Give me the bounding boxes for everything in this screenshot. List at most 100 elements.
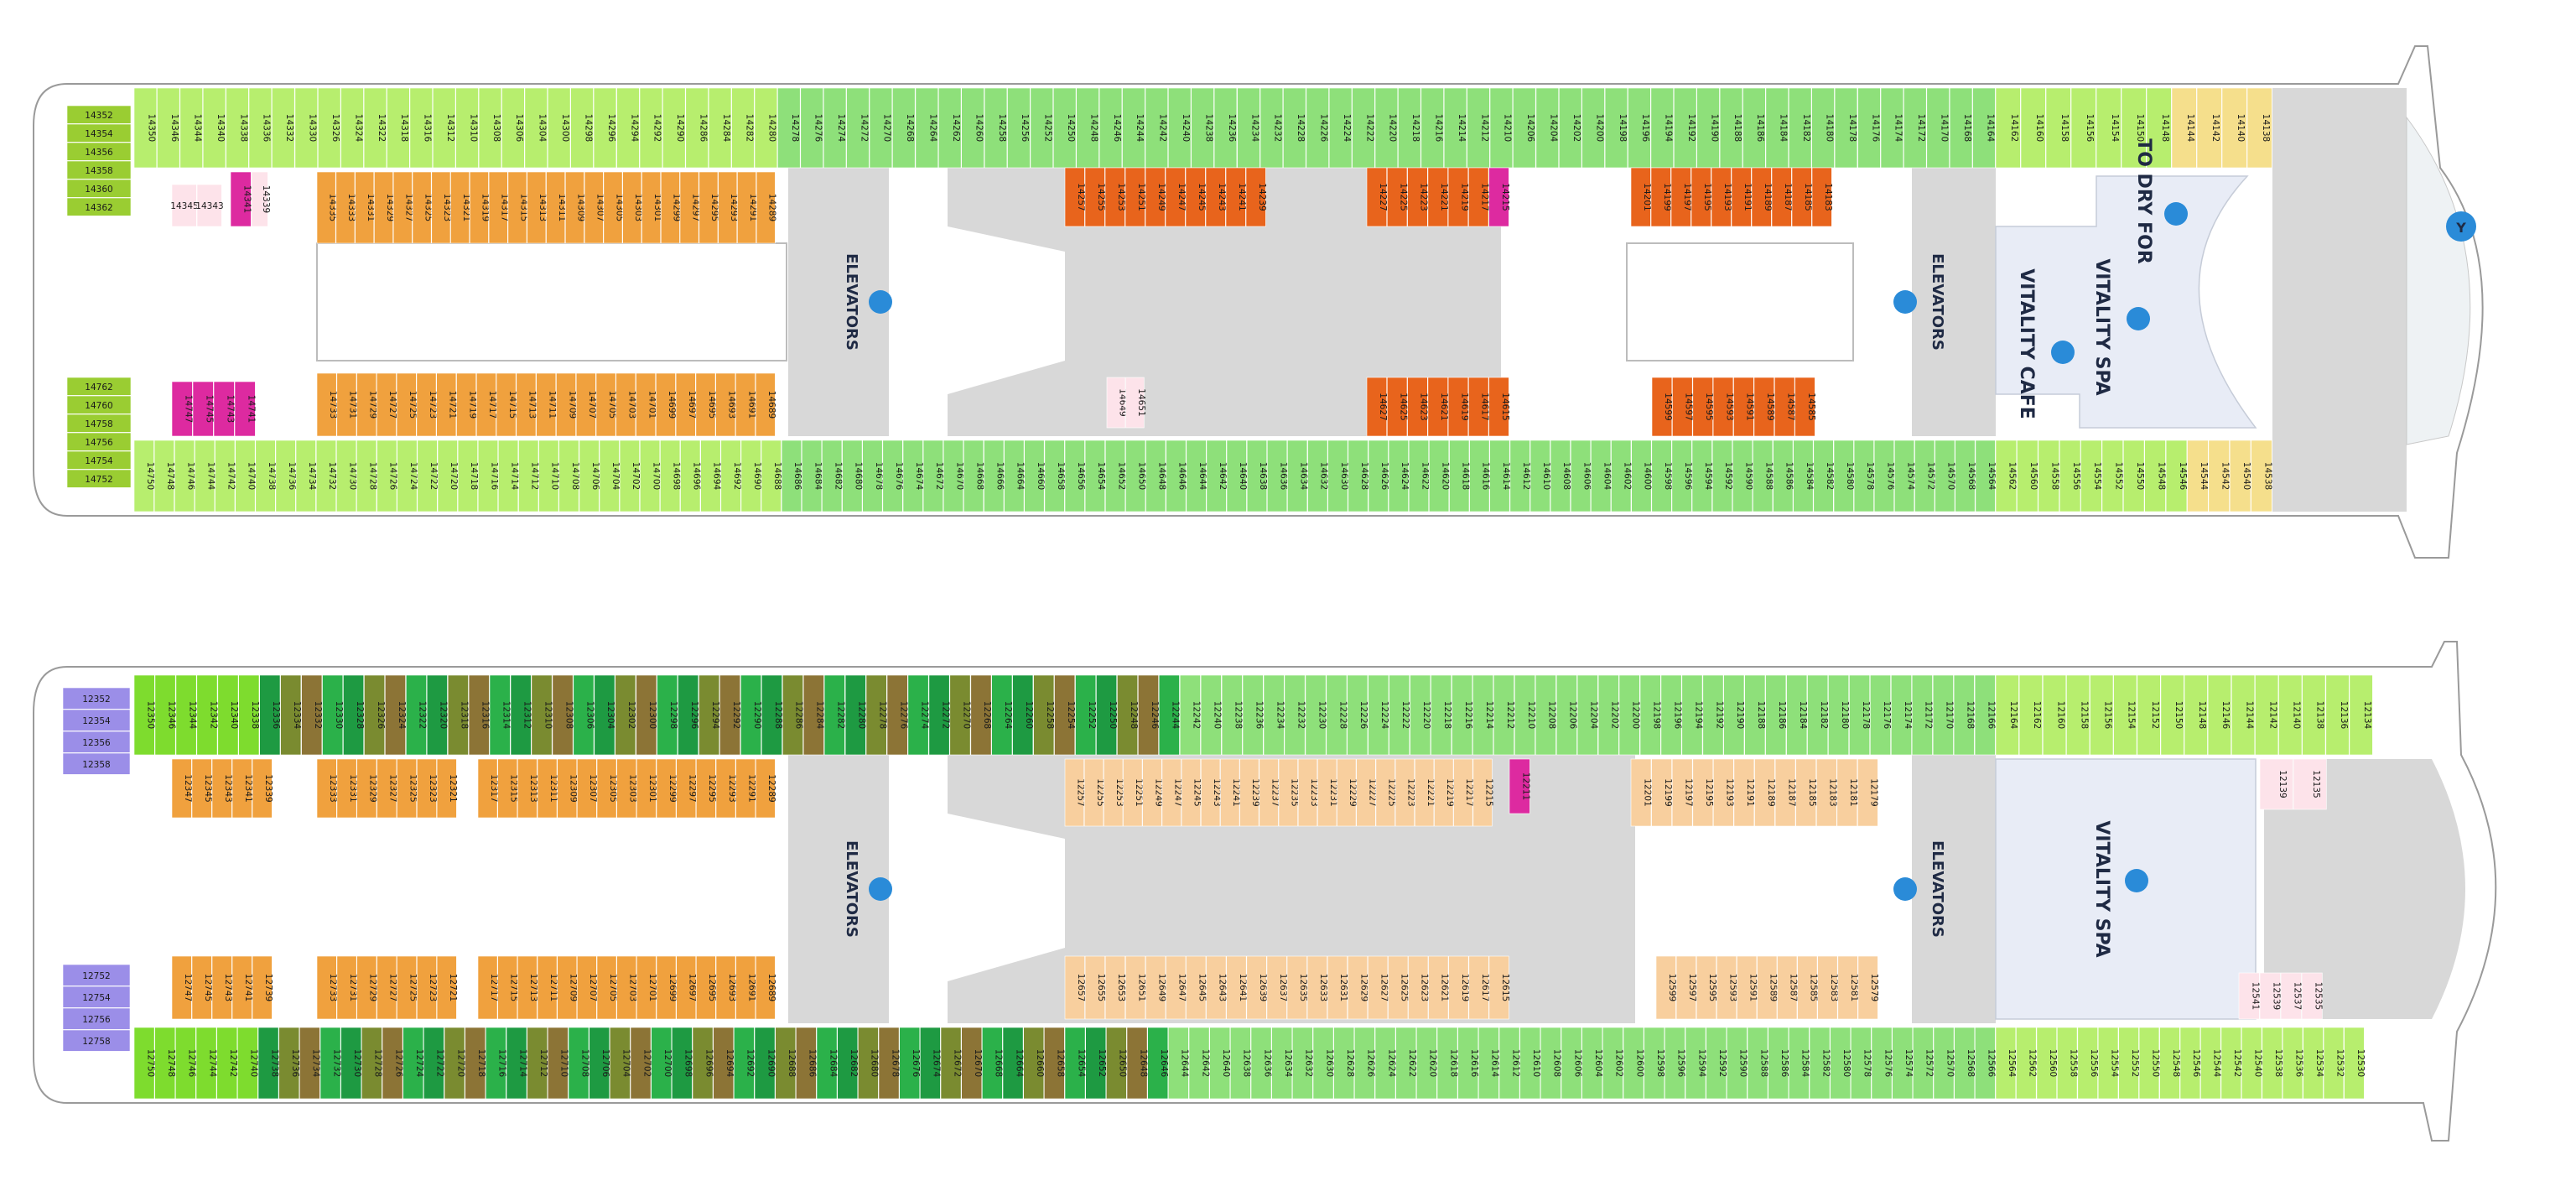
cabin [1209,1027,1231,1100]
cabin-number: 12726 [393,1049,403,1078]
cabin-number: 12658 [1056,1049,1066,1077]
cabin [671,1027,693,1100]
cabin-number: 12722 [435,1049,445,1077]
cabin [2259,758,2293,810]
cabin [517,955,538,1020]
deck-12-cabins: 1235212354123561235812752127541275612758… [62,674,2373,1100]
cabin-number: 12619 [1460,974,1470,1001]
cabin [1368,674,1389,756]
cabin [2259,972,2281,1020]
cabin [2020,87,2046,169]
cabin [66,123,132,143]
cabin [1312,1027,1334,1100]
cabin-number: 12298 [668,701,678,729]
cabin-number: 14658 [1056,462,1066,490]
cabin [1387,377,1408,437]
cabin [192,381,214,437]
cabin [251,171,268,227]
cabin [1407,377,1428,437]
cabin [196,674,218,756]
cabin [1602,1027,1623,1100]
cabin-number: 12630 [1324,1049,1334,1077]
cabin [231,955,252,1020]
cabin [278,1027,300,1100]
cabin-number: 14245 [1197,183,1207,211]
cabin [1348,439,1368,512]
cabin [1307,439,1328,512]
cabin-number: 14696 [692,462,702,491]
cabin-number: 14192 [1686,114,1696,142]
cabin [1768,1027,1789,1100]
cabin [761,439,782,512]
cabin-number: 12696 [704,1049,714,1078]
cabin [1954,1027,1976,1100]
cabin [775,1027,797,1100]
cabin [1670,167,1691,227]
cabin-number: 14352 [85,111,112,121]
cabin [252,758,273,819]
cabin-number: 14585 [1806,393,1816,420]
cabin [1813,439,1834,512]
cabin-number: 12246 [1150,701,1160,730]
cabin-number: 14339 [261,185,271,213]
cabin [680,439,701,512]
cabin-number: 12192 [1714,701,1724,729]
cabin-number: 12587 [1789,974,1799,1001]
cabin [639,87,663,169]
cabin [2238,972,2260,1020]
cabin-number: 14642 [1218,462,1228,490]
cabin-number: 12198 [1651,701,1661,729]
cabin [1030,87,1054,169]
cabin-number: 12258 [1045,701,1055,729]
cabin [1644,1027,1665,1100]
cabin-number: 14652 [1116,462,1126,490]
cabin [678,674,699,756]
cabin [1429,439,1450,512]
cabin-number: 12627 [1379,974,1389,1001]
cabin [340,1027,362,1100]
cabin [1953,674,1975,756]
cabin-number: 14594 [1703,462,1713,491]
cabin-number: 14711 [548,391,558,419]
cabin [1449,439,1470,512]
cabin-number: 12302 [626,701,636,729]
cabin-number: 14182 [1801,114,1811,142]
cabin-number: 14682 [834,462,844,490]
cabin-number: 14326 [330,114,340,143]
cabin-number: 14301 [652,194,662,221]
cabin [2246,87,2272,169]
cabin [2101,439,2123,512]
cabin [1179,674,1201,756]
cabin-number: 12249 [1153,778,1163,806]
cabin-number: 14251 [1136,183,1146,211]
spa-icon [2127,307,2150,330]
cabin-number: 14700 [651,462,661,490]
cabin [1076,87,1099,169]
cabin-number: 14747 [184,395,194,423]
cabin [2059,439,2081,512]
cabin [1106,377,1126,429]
cabin-number: 14692 [732,462,742,490]
cabin [695,372,716,437]
cabin [1188,1027,1210,1100]
cabin [1733,758,1755,827]
cabin-number: 12286 [794,701,804,730]
cabin [340,87,364,169]
cabin [2137,674,2161,756]
cabin-number: 14727 [387,391,397,419]
cabin-number: 12617 [1480,974,1490,1001]
cabin [2036,1027,2057,1100]
cabin [537,955,558,1020]
cabin [2241,1027,2262,1100]
cabin [782,674,803,756]
cabin [469,171,489,244]
cabin [899,1027,921,1100]
cabin [1571,439,1592,512]
cabin-number: 14695 [707,391,717,419]
cabin [2325,674,2350,756]
cabin-number: 14232 [1273,114,1283,142]
cabin-number: 12346 [166,701,176,730]
cabin-number: 14684 [813,462,823,491]
cabin [1702,674,1724,756]
cabin [1225,167,1246,227]
